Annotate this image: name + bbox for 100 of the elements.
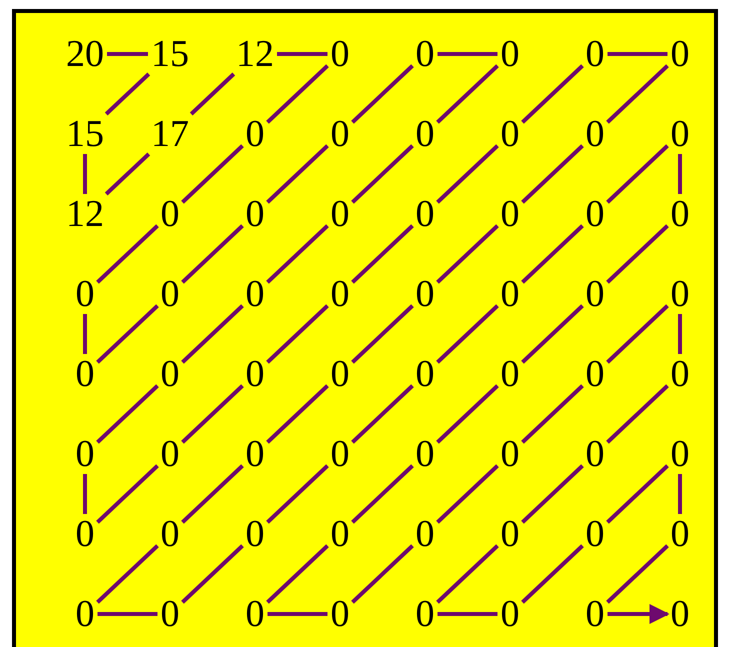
matrix-value: 12 [66,195,104,233]
scan-line [438,612,498,616]
matrix-value: 0 [160,195,180,233]
matrix-value: 0 [500,275,520,313]
matrix-value: 0 [586,595,604,633]
scan-line [436,64,499,124]
matrix-value: 0 [246,595,264,633]
scan-line [96,544,159,604]
matrix-value: 0 [586,35,604,73]
scan-line [181,464,244,524]
scan-line [608,52,668,56]
matrix-value: 0 [246,115,264,153]
scan-line [436,384,499,444]
scan-line [606,64,669,124]
scan-line [104,72,150,116]
matrix-value: 0 [330,35,350,73]
matrix-value: 0 [586,435,604,473]
scan-line [181,544,244,604]
scan-line [104,152,150,196]
scan-line [277,52,328,56]
matrix-value: 0 [416,595,434,633]
matrix-value: 0 [670,115,690,153]
matrix-value: 0 [500,355,520,393]
scan-line [521,144,584,204]
matrix-value: 15 [66,115,104,153]
scan-line [83,474,87,514]
matrix-value: 0 [76,275,94,313]
matrix-value: 0 [246,435,264,473]
scan-line [606,544,669,604]
matrix-value: 0 [670,35,690,73]
matrix-value: 0 [670,355,690,393]
scan-line [266,64,329,124]
scan-line [181,224,244,284]
scan-line [678,314,682,354]
matrix-value: 0 [586,275,604,313]
scan-line [436,144,499,204]
scan-line [521,64,584,124]
matrix-value: 0 [160,275,180,313]
scan-line [678,474,682,514]
scan-line [606,144,669,204]
scan-line [606,464,669,524]
scan-line [351,64,414,124]
scan-line [351,144,414,204]
matrix-value: 17 [151,115,189,153]
scan-line [678,154,682,194]
matrix-value: 0 [500,35,520,73]
matrix-value: 0 [416,275,434,313]
scan-line [83,314,87,354]
scan-line [351,304,414,364]
matrix-value: 0 [330,355,350,393]
scan-line [181,384,244,444]
matrix-value: 0 [586,515,604,553]
scan-line [606,384,669,444]
matrix-value: 0 [246,515,264,553]
matrix-value: 0 [416,515,434,553]
scan-line [98,612,158,616]
matrix-value: 15 [151,35,189,73]
scan-line [96,384,159,444]
matrix-value: 0 [500,595,520,633]
matrix-value: 0 [586,355,604,393]
matrix-value: 0 [500,115,520,153]
matrix-value: 0 [76,435,94,473]
matrix-value: 0 [76,515,94,553]
matrix-value: 0 [416,35,434,73]
scan-line [266,384,329,444]
matrix-value: 20 [66,35,104,73]
matrix-value: 0 [330,435,350,473]
scan-line [351,544,414,604]
matrix-value: 0 [670,275,690,313]
scan-line [96,304,159,364]
scan-line [521,224,584,284]
scan-line [521,464,584,524]
scan-line [436,304,499,364]
matrix-value: 0 [246,195,264,233]
matrix-value: 0 [586,115,604,153]
scan-line [436,464,499,524]
scan-line [606,304,669,364]
scan-line [521,544,584,604]
scan-line [521,384,584,444]
scan-line [436,224,499,284]
scan-line [107,52,148,56]
matrix-value: 0 [500,515,520,553]
matrix-value: 0 [500,435,520,473]
matrix-value: 0 [586,195,604,233]
scan-line [436,544,499,604]
scan-line [351,224,414,284]
scan-line [83,154,87,194]
matrix-value: 0 [330,195,350,233]
matrix-value: 0 [246,355,264,393]
matrix-value: 0 [670,515,690,553]
scan-line [606,224,669,284]
scan-line [351,384,414,444]
scan-line [266,144,329,204]
scan-line [521,304,584,364]
scan-line [351,464,414,524]
matrix-value: 0 [76,595,94,633]
scan-line [96,464,159,524]
matrix-value: 0 [76,355,94,393]
matrix-value: 0 [670,595,690,633]
scan-line [266,304,329,364]
